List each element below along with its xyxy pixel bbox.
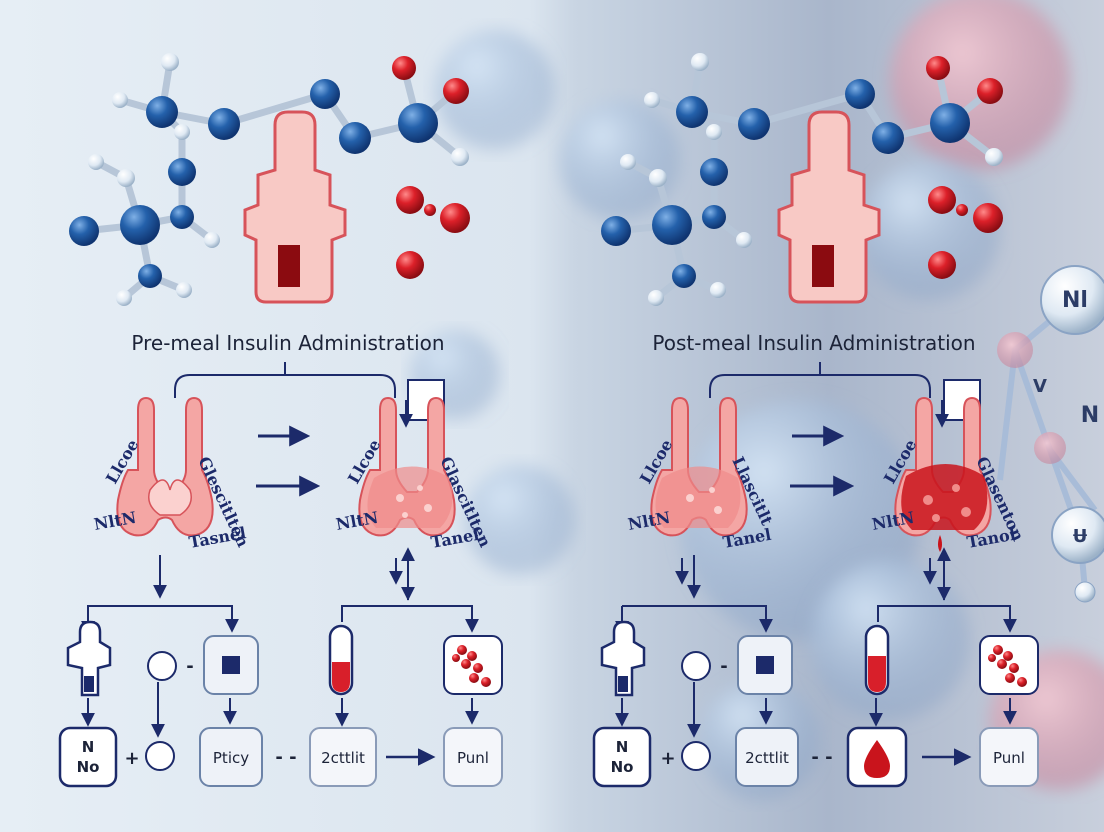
left-box-2cttlit-label: 2cttlit: [321, 749, 365, 767]
left-box-n: [60, 728, 116, 786]
left-molecule-box: [444, 636, 502, 694]
left-insulin-pen-icon: [245, 112, 345, 302]
bg-atom-label-mid: V: [1033, 376, 1047, 397]
right-plus: +: [660, 748, 675, 769]
left-organ-b: Llcoe NltN Glascitlten Tanel: [334, 398, 495, 552]
left-organ-a: Llcoe NltN Glescitlten Tasnel: [92, 398, 253, 552]
left-pen-cap-icon: [68, 622, 110, 695]
left-plus: +: [124, 748, 139, 769]
right-bottom-circle: [682, 742, 710, 770]
left-dash-2: - -: [275, 747, 296, 768]
right-dash-1: -: [720, 656, 727, 677]
right-box-n-line1: N: [616, 738, 629, 756]
left-box-n-line1: N: [82, 738, 95, 756]
right-dash-2: - -: [811, 747, 832, 768]
left-box-punl-label: Punl: [457, 749, 489, 767]
right-box-n: [594, 728, 650, 786]
right-box-2cttlit-label: 2cttlit: [745, 749, 789, 767]
right-circle-icon: [682, 652, 710, 680]
left-square-icon: [222, 656, 240, 674]
bg-atom-label-top: Nl: [1062, 288, 1088, 313]
left-box-policy-label: Pticy: [213, 749, 249, 767]
right-pen-cap-icon: [602, 622, 644, 695]
right-molecule-box: [980, 636, 1038, 694]
right-box-n-line2: No: [611, 758, 634, 776]
right-box-punl-label: Punl: [993, 749, 1025, 767]
left-title: Pre-meal Insulin Administration: [131, 331, 444, 355]
bg-atom-label-lower: Ʉ: [1073, 526, 1088, 547]
right-title: Post-meal Insulin Administration: [652, 331, 975, 355]
left-vial-icon: [330, 626, 352, 694]
left-dash-1: -: [186, 656, 193, 677]
right-square-icon: [756, 656, 774, 674]
background-molecule: Nl V N Ʉ: [997, 266, 1104, 602]
right-insulin-pen-icon: [779, 112, 879, 302]
right-blood-drop-box: [848, 728, 906, 786]
left-bottom-circle: [146, 742, 174, 770]
left-box-n-line2: No: [77, 758, 100, 776]
left-circle-icon: [148, 652, 176, 680]
right-vial-icon: [866, 626, 888, 694]
bg-atom-label-right: N: [1081, 403, 1099, 428]
left-panel: Pre-meal Insulin Administration Llcoe Nl…: [60, 53, 502, 786]
